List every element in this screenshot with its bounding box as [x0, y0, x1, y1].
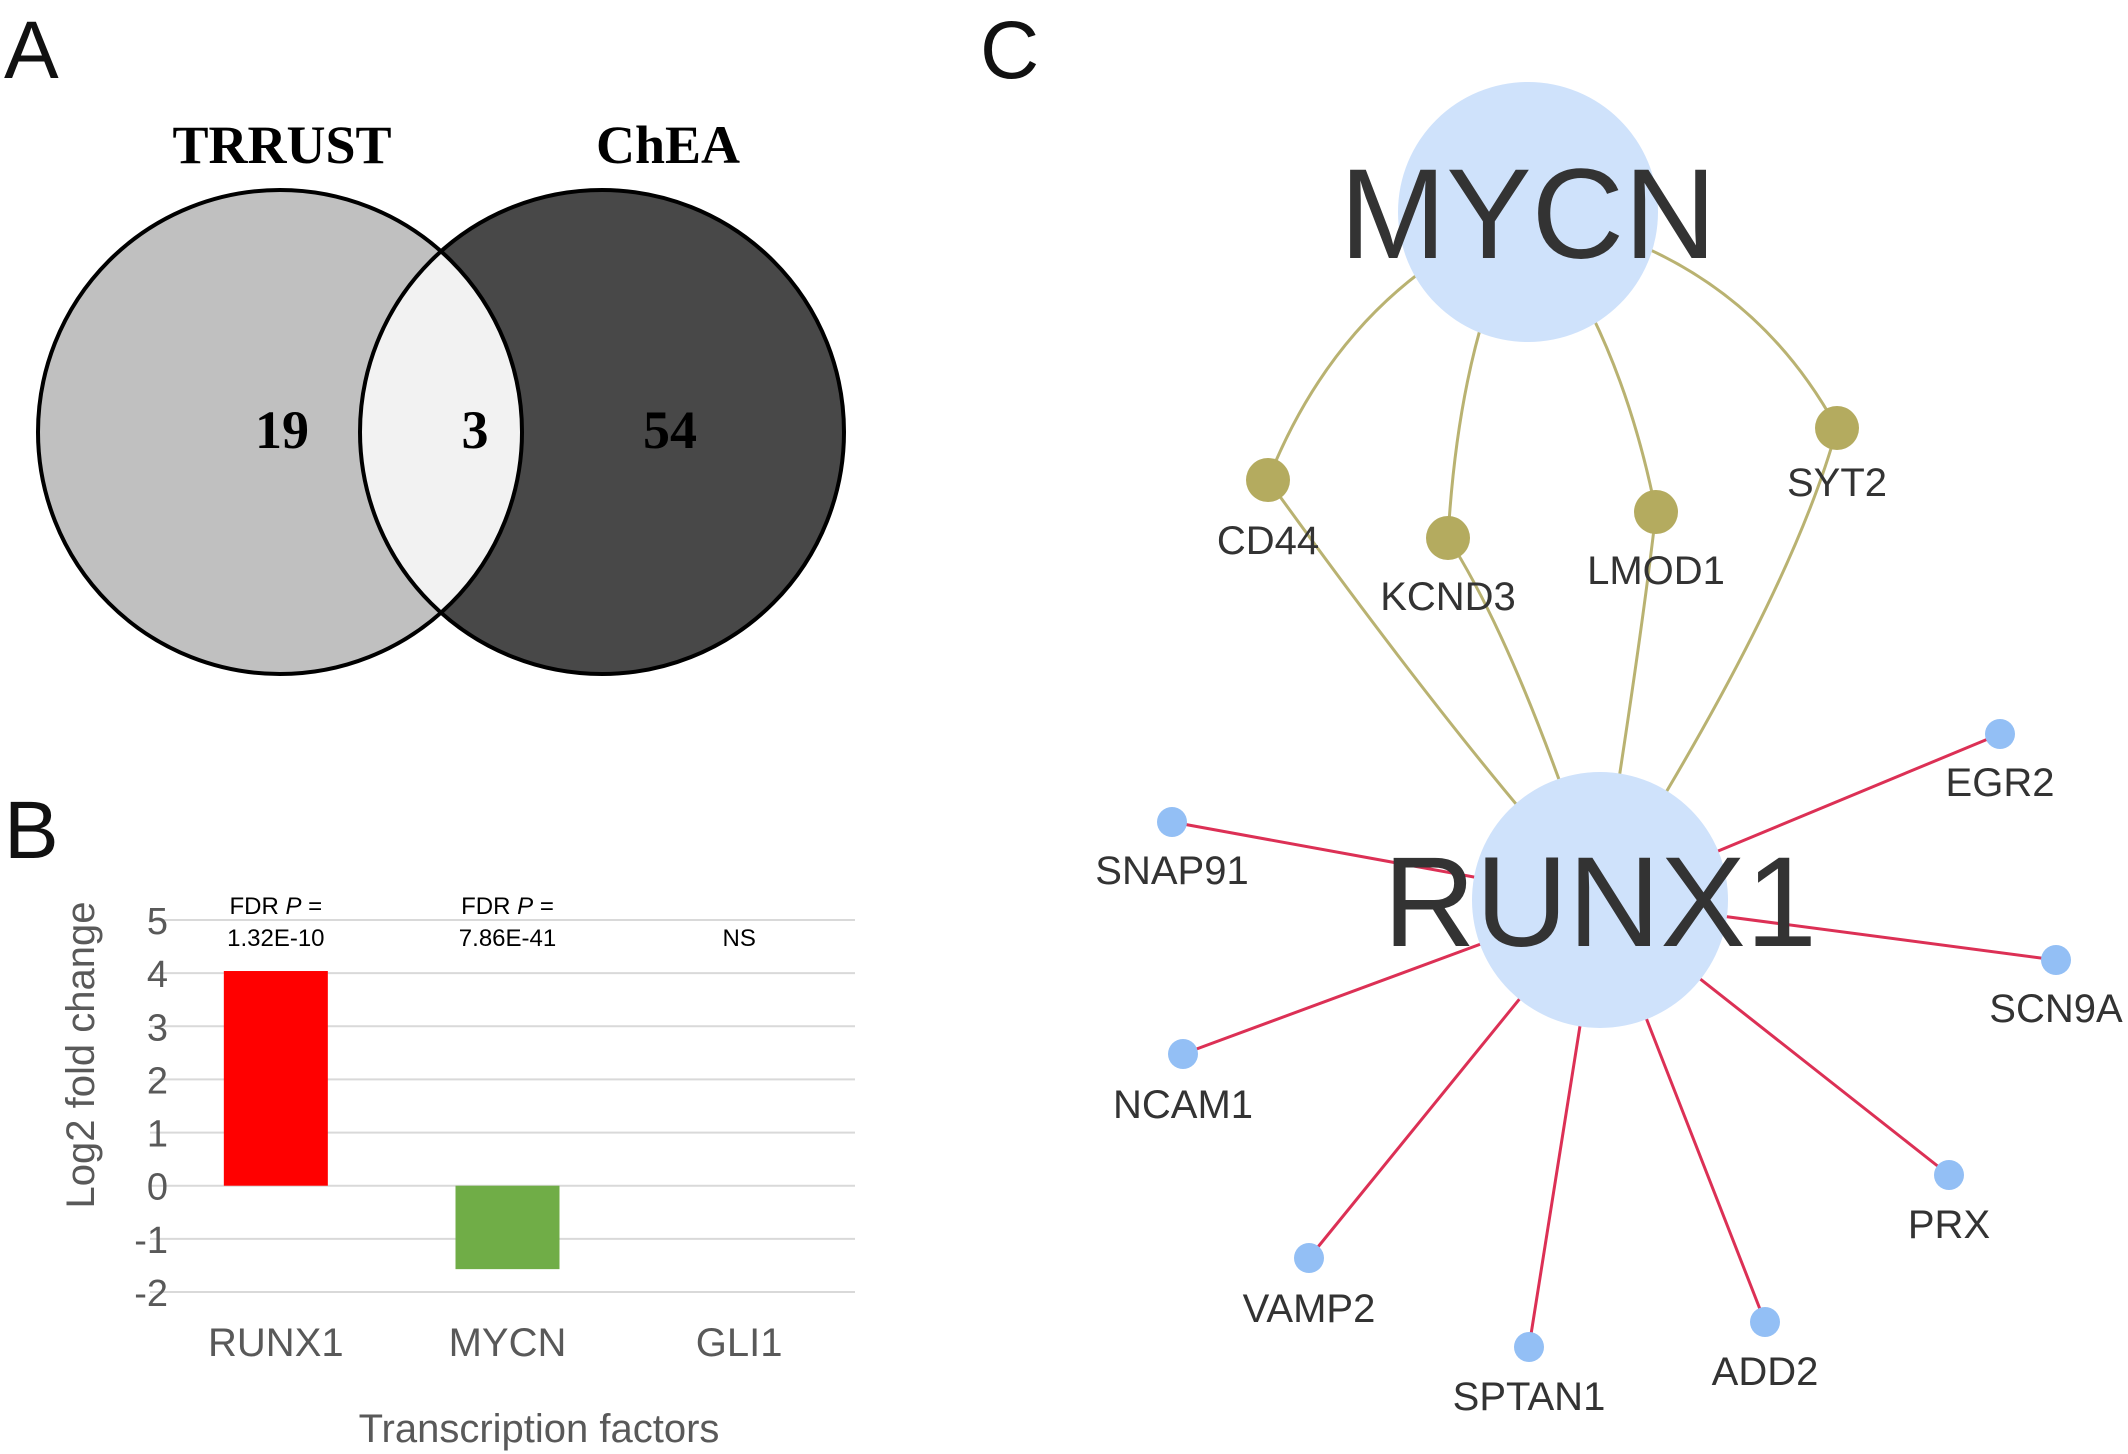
- node-label-vamp2: VAMP2: [1243, 1287, 1376, 1331]
- bar-chart-yticks: -2 -1 0 1 2 3 4 5: [134, 901, 168, 1315]
- venn-right-label: ChEA: [596, 115, 740, 175]
- x-tick-label: RUNX1: [208, 1321, 344, 1365]
- node-syt2: [1815, 406, 1859, 450]
- panel-b-letter: B: [4, 785, 59, 876]
- bar-chart-xlabel: Transcription factors: [359, 1407, 720, 1451]
- hub-node-runx1: [1472, 772, 1728, 1028]
- venn-right-outline: [358, 188, 846, 676]
- node-vamp2: [1294, 1243, 1324, 1273]
- node-add2: [1750, 1307, 1780, 1337]
- venn-left-outline: [36, 188, 524, 676]
- node-snap91: [1157, 807, 1187, 837]
- y-tick-label: 5: [147, 901, 168, 943]
- venn-left-count: 19: [255, 400, 309, 460]
- node-label-cd44: CD44: [1217, 519, 1319, 563]
- fdr-annotation-value: NS: [722, 925, 755, 952]
- node-ncam1: [1168, 1039, 1198, 1069]
- node-kcnd3: [1426, 516, 1470, 560]
- network-nodes: [1157, 406, 2071, 1362]
- node-scn9a: [2041, 945, 2071, 975]
- y-tick-label: -2: [134, 1273, 168, 1315]
- bar-chart-bars: [223, 971, 560, 1270]
- venn-diagram: TRRUST ChEA 19 3 54: [36, 115, 846, 676]
- bar-chart-annotations: FDR P = 1.32E-10 FDR P = 7.86E-41 NS: [227, 893, 756, 952]
- node-label-add2: ADD2: [1712, 1350, 1819, 1394]
- panel-c-letter: C: [980, 5, 1039, 96]
- y-tick-label: 0: [147, 1167, 168, 1209]
- node-lmod1: [1634, 490, 1678, 534]
- y-tick-label: -1: [134, 1220, 168, 1262]
- fdr-annotation-line1: FDR P =: [461, 893, 554, 920]
- hub-node-mycn: [1398, 82, 1658, 342]
- y-tick-label: 4: [147, 954, 168, 996]
- bar-runx1: [223, 971, 328, 1186]
- fdr-annotation-value: 1.32E-10: [227, 925, 324, 952]
- venn-overlap: [360, 190, 522, 674]
- bar-mycn: [455, 1185, 560, 1270]
- network-hubs: [1398, 82, 1728, 1028]
- bar-chart-xticks: RUNX1 MYCN GLI1: [208, 1321, 782, 1365]
- hub-label-mycn: MYCN: [1340, 143, 1717, 286]
- network-hub-labels: MYCN RUNX1: [1340, 143, 1817, 974]
- hub-label-runx1: RUNX1: [1383, 831, 1817, 974]
- node-cd44: [1246, 458, 1290, 502]
- node-sptan1: [1514, 1332, 1544, 1362]
- node-label-syt2: SYT2: [1787, 461, 1887, 505]
- node-label-kcnd3: KCND3: [1380, 575, 1516, 619]
- y-tick-label: 1: [147, 1114, 168, 1156]
- node-label-ncam1: NCAM1: [1113, 1083, 1253, 1127]
- venn-left-label: TRRUST: [172, 115, 391, 175]
- bar-chart: -2 -1 0 1 2 3 4 5 RUNX1 MYCN GLI1 FDR P = 1.32E-10…: [59, 893, 855, 1451]
- fdr-annotation-value: 7.86E-41: [459, 925, 556, 952]
- x-tick-label: MYCN: [449, 1321, 567, 1365]
- node-label-sptan1: SPTAN1: [1453, 1375, 1606, 1419]
- y-tick-label: 3: [147, 1007, 168, 1049]
- node-label-scn9a: SCN9A: [1989, 987, 2123, 1031]
- panel-a-letter: A: [4, 5, 59, 96]
- node-label-snap91: SNAP91: [1095, 849, 1248, 893]
- venn-overlap-count: 3: [462, 400, 489, 460]
- x-tick-label: GLI1: [696, 1321, 783, 1365]
- node-label-egr2: EGR2: [1946, 761, 2055, 805]
- bar-chart-ylabel: Log2 fold change: [59, 902, 103, 1209]
- fdr-annotation-line1: FDR P =: [229, 893, 322, 920]
- node-label-lmod1: LMOD1: [1587, 549, 1725, 593]
- y-tick-label: 2: [147, 1060, 168, 1102]
- node-egr2: [1985, 719, 2015, 749]
- node-label-prx: PRX: [1908, 1203, 1990, 1247]
- node-prx: [1934, 1160, 1964, 1190]
- venn-right-count: 54: [643, 400, 697, 460]
